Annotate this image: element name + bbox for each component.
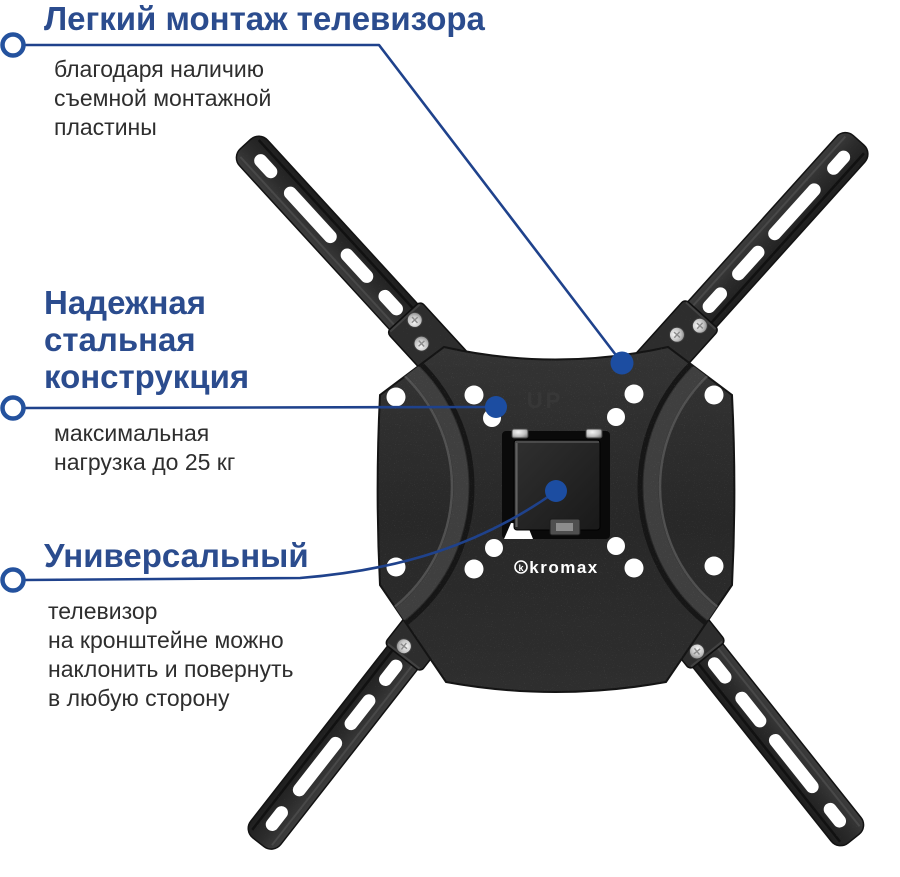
leader-dot-easy-mounting <box>610 351 634 375</box>
callout-desc-easy-mounting: благодаря наличию съемной монтажной плас… <box>54 55 271 142</box>
callout-title-line: Надежная <box>44 284 206 321</box>
callout-leaders <box>23 43 624 582</box>
leader-dot-steel-construction <box>485 396 507 418</box>
vesa-holes <box>386 384 724 579</box>
mount-plate: UP k <box>376 345 736 693</box>
leader-ring-steel-construction <box>0 395 26 421</box>
callout-desc-steel-construction: максимальная нагрузка до 25 кг <box>54 419 235 477</box>
callout-desc-line: телевизор <box>48 598 158 624</box>
kromax-logo-icon <box>514 560 528 574</box>
callout-title-universal: Универсальный <box>44 537 309 574</box>
leader-ring-universal <box>0 567 26 593</box>
callout-dots <box>485 351 634 502</box>
callout-desc-line: в любую сторону <box>48 685 230 711</box>
callout-title-steel-construction: Надежная стальная конструкция <box>44 284 249 395</box>
mount-arm-top-right <box>628 122 879 393</box>
embossed-up-label: UP <box>527 388 564 413</box>
callout-title-line: стальная <box>44 321 196 358</box>
mount-arm-top-left <box>225 125 478 395</box>
leader-line-steel-construction <box>23 405 489 410</box>
callout-desc-line: максимальная <box>54 420 210 446</box>
callout-desc-universal: телевизор на кронштейне можно наклонить … <box>48 597 294 713</box>
callout-desc-line: на кронштейне можно <box>48 627 284 653</box>
callout-title-line: Легкий монтаж телевизора <box>44 0 485 37</box>
callout-rings <box>0 32 26 593</box>
callout-desc-line: пластины <box>54 114 157 140</box>
callout-desc-line: съемной монтажной <box>54 85 272 111</box>
leader-line-easy-mounting <box>24 43 624 364</box>
kromax-logo-text: kromax <box>529 558 598 577</box>
callout-title-easy-mounting: Легкий монтаж телевизора <box>44 0 485 37</box>
kromax-logo: k kromax <box>514 558 598 577</box>
callout-title-line: конструкция <box>44 358 250 395</box>
leader-line-universal <box>23 490 556 582</box>
callout-desc-line: наклонить и повернуть <box>48 656 294 682</box>
leader-ring-easy-mounting <box>0 32 26 58</box>
callout-desc-line: благодаря наличию <box>54 56 264 82</box>
callout-title-line: Универсальный <box>44 537 309 574</box>
callout-desc-line: нагрузка до 25 кг <box>54 449 236 475</box>
leader-dot-universal <box>545 480 567 502</box>
kromax-logo-icon-letter: k <box>518 563 524 573</box>
